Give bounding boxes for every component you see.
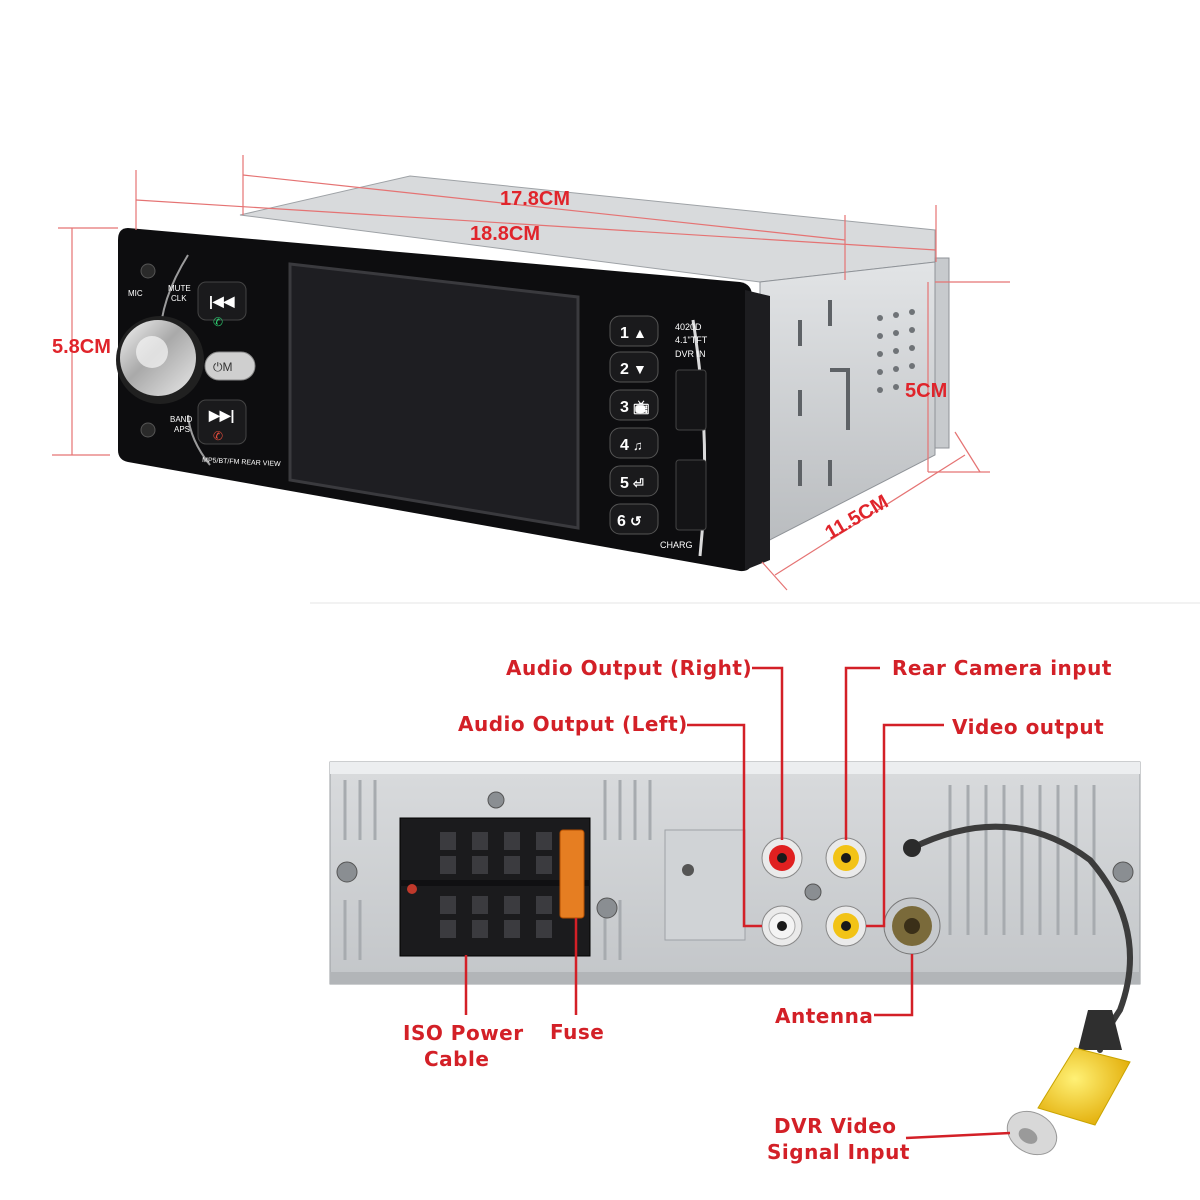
phone-hangup-icon: ✆ <box>213 429 223 443</box>
play-pause-enter-icon: ⏎ <box>632 476 644 491</box>
aux-jack <box>140 422 156 438</box>
dvr-video-signal-input-label-line1: DVR Video <box>774 1114 897 1138</box>
down-arrow-icon: ▼ <box>633 361 647 377</box>
preset-button-5[interactable]: 5 ⏎ <box>609 465 659 497</box>
preset-3-number: 3 <box>620 399 629 416</box>
iso-power-connector <box>399 817 591 957</box>
head-unit: MIC MUTE CLK BAND APS |◀◀ ✆ ⏻M ▶▶| ✆ MP5… <box>116 175 950 572</box>
fuse <box>559 829 585 919</box>
back-icon: ↺ <box>630 513 642 529</box>
dimension-lines <box>52 155 1010 591</box>
fuse-label: Fuse <box>550 1020 604 1044</box>
rca-video-output <box>825 905 867 947</box>
aps-label: APS <box>174 425 190 434</box>
chassis-vents <box>877 309 915 393</box>
display-screen <box>288 262 580 530</box>
dim-18-8cm: 18.8CM <box>470 223 540 245</box>
mic-hole <box>140 263 156 279</box>
chassis-top <box>239 175 936 283</box>
next-track-button[interactable]: ▶▶| ✆ <box>197 399 247 445</box>
mic-label: MIC <box>128 289 143 298</box>
tv-icon: 📺︎ <box>633 400 650 415</box>
preset-button-1[interactable]: 1 ▲ <box>609 315 659 347</box>
mute-label: MUTE <box>168 284 191 293</box>
phone-answer-icon: ✆ <box>213 315 223 329</box>
preset-1-number: 1 <box>620 325 629 342</box>
audio-output-left-label: Audio Output (Left) <box>458 712 688 736</box>
usb-port <box>675 459 707 531</box>
bottom-caption: MP5/BT/FM REAR VIEW <box>202 457 281 468</box>
preset-5-number: 5 <box>620 475 629 492</box>
dim-17-8cm: 17.8CM <box>500 188 570 210</box>
preset-button-4[interactable]: 4 ♫ <box>609 427 659 459</box>
model-label: 4020D <box>675 322 702 332</box>
dvr-in-label: DVR IN <box>675 349 706 359</box>
dvr-video-signal-input-label-line2: Signal Input <box>767 1140 910 1164</box>
prev-track-icon: |◀◀ <box>209 293 235 309</box>
iso-power-cable-label-line1: ISO Power <box>403 1021 524 1045</box>
rear-panel <box>329 761 1141 1156</box>
rca-rear-camera <box>825 837 867 879</box>
mounting-bracket <box>664 829 746 941</box>
video-output-label: Video output <box>952 715 1104 739</box>
audio-output-right-label: Audio Output (Right) <box>506 656 752 680</box>
preset-2-number: 2 <box>620 361 629 378</box>
dim-5cm: 5CM <box>905 380 947 402</box>
heatsink-ribs <box>343 780 1096 960</box>
preset-button-2[interactable]: 2 ▼ <box>609 351 659 383</box>
prev-track-button[interactable]: |◀◀ ✆ <box>197 281 247 329</box>
antenna-socket <box>883 897 941 955</box>
chassis-slots <box>798 300 850 486</box>
volume-knob[interactable] <box>116 316 204 404</box>
callout-lines <box>464 666 1011 1140</box>
clk-label: CLK <box>171 294 187 303</box>
next-track-icon: ▶▶| <box>208 407 234 423</box>
mode-label: ⏻M <box>213 360 233 374</box>
preset-button-6[interactable]: 6 ↺ <box>609 503 659 535</box>
preset-button-3[interactable]: 3 📺︎ <box>609 389 659 421</box>
band-label: BAND <box>170 415 192 424</box>
up-arrow-icon: ▲ <box>633 325 647 341</box>
preset-buttons: 1 ▲ 2 ▼ 3 📺︎ 4 ♫ 5 ⏎ <box>609 315 659 535</box>
dvr-yellow-plug <box>1006 1010 1131 1156</box>
preset-6-number: 6 <box>617 513 626 530</box>
rca-audio-right <box>761 837 803 879</box>
screen-size-label: 4.1"TFT <box>675 335 708 345</box>
rca-audio-left <box>761 905 803 947</box>
mode-button[interactable]: ⏻M <box>204 351 256 381</box>
rear-camera-input-label: Rear Camera input <box>892 656 1112 680</box>
sd-slot <box>675 369 707 431</box>
music-search-icon: ♫ <box>633 438 643 453</box>
preset-4-number: 4 <box>620 437 629 454</box>
dim-5-8cm: 5.8CM <box>52 336 111 358</box>
antenna-label: Antenna <box>775 1004 873 1028</box>
iso-power-cable-label-line2: Cable <box>424 1047 489 1071</box>
charg-label: CHARG <box>660 540 693 550</box>
